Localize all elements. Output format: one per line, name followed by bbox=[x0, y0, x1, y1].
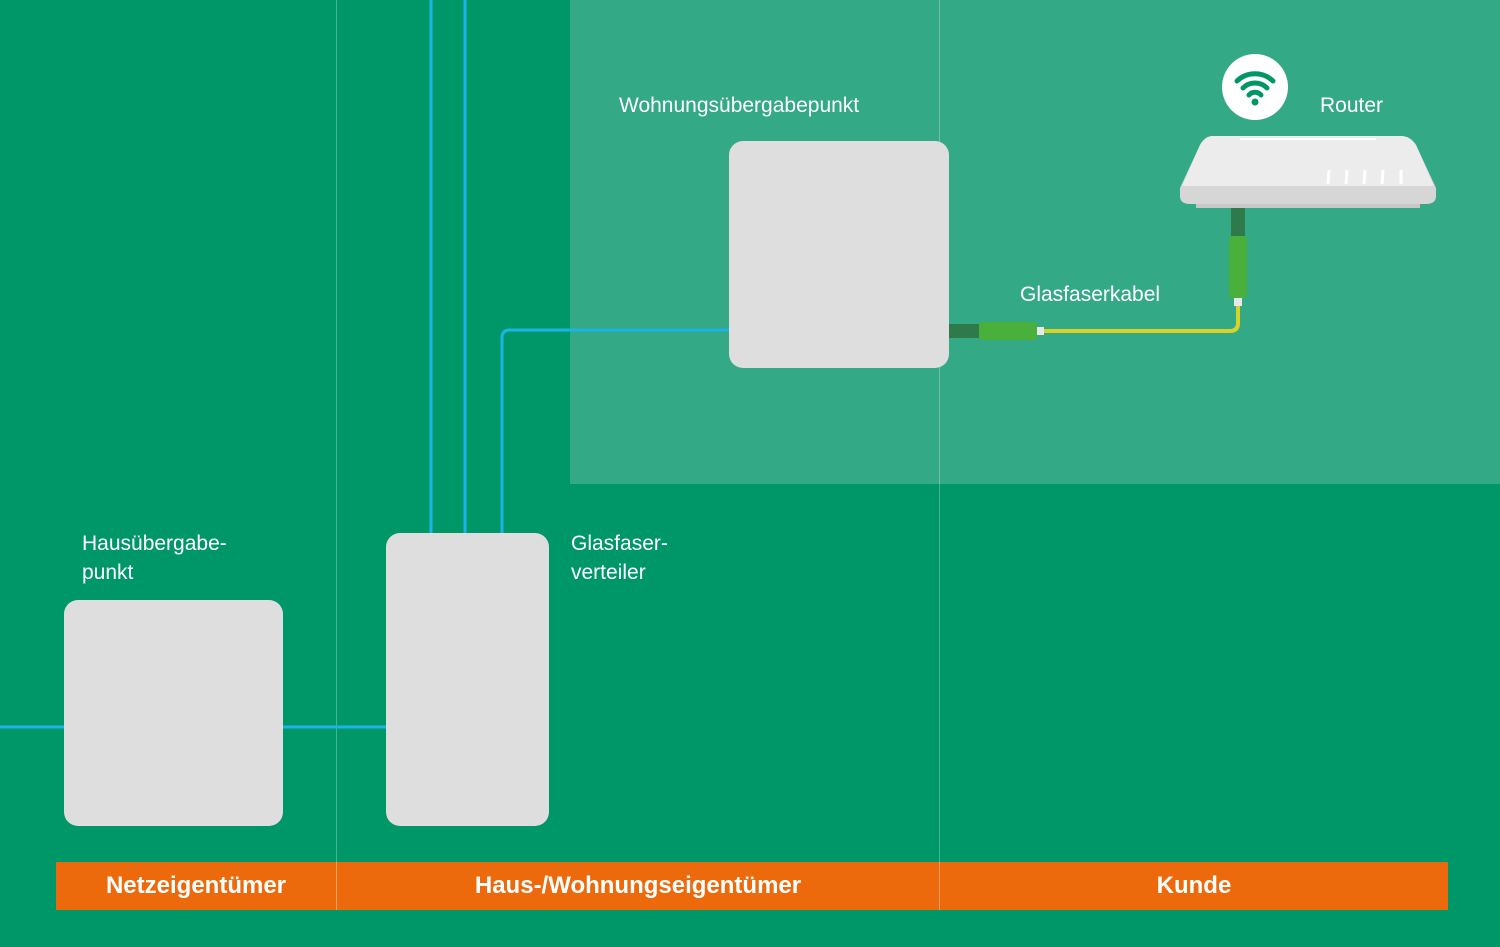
zone-divider-1 bbox=[336, 0, 337, 910]
patch-cable bbox=[949, 206, 1247, 340]
wup-connector-ferrule bbox=[1037, 327, 1044, 335]
glasfaserkabel-label: Glasfaserkabel bbox=[1020, 283, 1161, 306]
wohnungsuebergabepunkt-box bbox=[729, 141, 949, 368]
wifi-badge bbox=[1222, 54, 1288, 120]
wohnungsuebergabepunkt-label: Wohnungsübergabepunkt bbox=[619, 94, 860, 117]
zone-divider-2 bbox=[939, 0, 940, 910]
router-connector-boot bbox=[1231, 206, 1245, 236]
glasfaserverteiler-box bbox=[386, 533, 549, 826]
yellow-fiber-cable bbox=[1044, 306, 1240, 333]
router-connector-ferrule bbox=[1234, 298, 1242, 306]
glasfaserverteiler-label-line1: Glasfaser- bbox=[571, 532, 668, 555]
ownership-separator-2 bbox=[939, 862, 940, 910]
wup-connector-boot bbox=[949, 324, 979, 338]
customer-apartment-area bbox=[570, 0, 1500, 484]
hausuebergabepunkt-label-line1: Hausübergabe- bbox=[82, 532, 227, 555]
ownership-kunde: Kunde bbox=[1156, 872, 1232, 899]
distributor-to-wup-line bbox=[500, 328, 730, 533]
ownership-bar: Netzeigentümer Haus-/Wohnungseigentümer … bbox=[56, 862, 1448, 910]
glasfaserverteiler-label-line2: verteiler bbox=[571, 561, 646, 584]
ownership-netzeigentuemer: Netzeigentümer bbox=[105, 872, 287, 899]
wifi-icon bbox=[1234, 71, 1276, 106]
router-icon bbox=[1180, 136, 1436, 208]
wup-connector bbox=[979, 322, 1037, 340]
router-connector bbox=[1229, 236, 1247, 298]
ownership-separator-1 bbox=[336, 862, 337, 910]
router-label: Router bbox=[1320, 94, 1384, 117]
glasfaserverteiler-label: Glasfaser- verteiler bbox=[571, 529, 668, 587]
hausuebergabepunkt-label: Hausübergabe- punkt bbox=[82, 529, 227, 587]
hausuebergabepunkt-box bbox=[64, 600, 283, 826]
hausuebergabepunkt-label-line2: punkt bbox=[82, 561, 134, 584]
ownership-haus-wohnungseigentuemer: Haus-/Wohnungseigentümer bbox=[474, 872, 802, 899]
